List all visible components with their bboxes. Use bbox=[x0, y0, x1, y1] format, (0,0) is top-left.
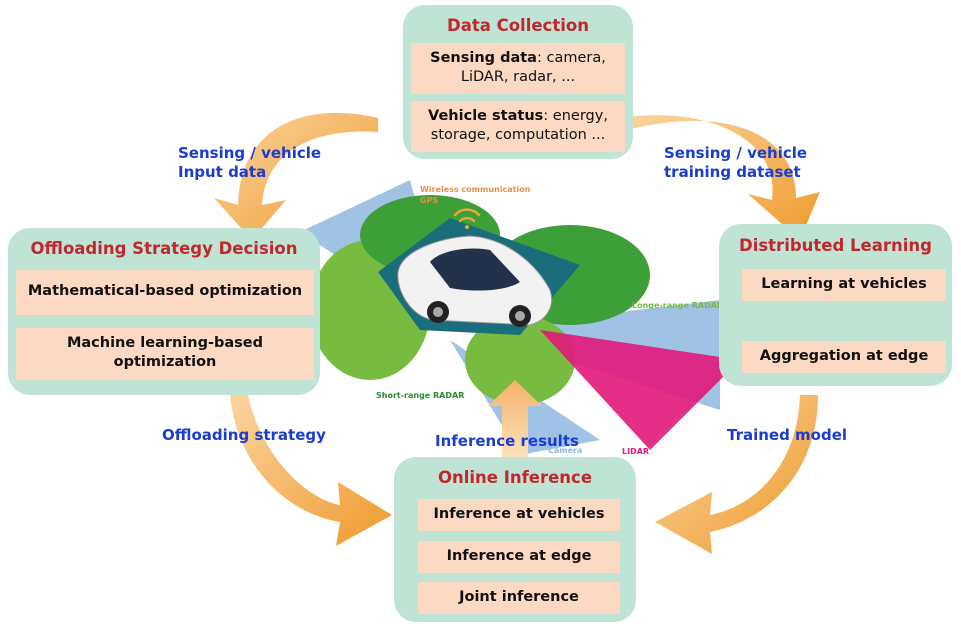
data-collection-panel: Data Collection Sensing data: camera, Li… bbox=[403, 5, 633, 159]
flow-label-input-data-line-2: Input data bbox=[178, 163, 267, 181]
flow-label-offloading-strategy: Offloading strategy bbox=[162, 426, 326, 444]
distributed-learning-panel: Distributed Learning Learning at vehicle… bbox=[719, 224, 952, 386]
wireless-communication-label: Wireless communication bbox=[420, 185, 531, 194]
sensing-data-text-1: : camera, bbox=[536, 50, 606, 66]
arrow-offloading-to-inference bbox=[230, 395, 392, 546]
arrow-data-to-offloading bbox=[214, 112, 378, 240]
vehicle-status-text-2: storage, computation ... bbox=[430, 127, 606, 143]
offloading-strategy-title: Offloading Strategy Decision bbox=[30, 239, 298, 258]
short-range-radar-label: Short-range RADAR bbox=[376, 391, 465, 400]
ml-optimization-line-1: Machine learning-based bbox=[66, 335, 264, 351]
vehicle-status-text-1: : energy, bbox=[543, 108, 608, 124]
arrow-distributed-to-inference bbox=[655, 395, 818, 554]
vehicle-sensor-illustration bbox=[300, 180, 740, 455]
offloading-strategy-panel: Offloading Strategy Decision Mathematica… bbox=[8, 228, 320, 395]
online-inference-title: Online Inference bbox=[437, 468, 593, 487]
gps-label: GPS bbox=[420, 196, 439, 205]
lidar-label: LIDAR bbox=[622, 447, 650, 456]
arrow-data-to-distributed bbox=[620, 115, 820, 240]
flow-label-inference-results: Inference results bbox=[435, 432, 579, 450]
long-range-radar-label: Longe-range RADAR bbox=[632, 301, 724, 310]
flow-label-input-data-line-1: Sensing / vehicle bbox=[178, 144, 322, 162]
data-collection-title: Data Collection bbox=[447, 16, 589, 35]
car-icon bbox=[397, 235, 553, 327]
flow-label-trained-model: Trained model bbox=[727, 426, 848, 444]
joint-inference-item: Joint inference bbox=[418, 582, 620, 614]
ml-optimization-line-2: optimization bbox=[113, 354, 217, 370]
flow-label-input-data: Sensing / vehicle Input data bbox=[178, 144, 321, 182]
sensing-data-item: Sensing data: camera, LiDAR, radar, ... bbox=[411, 43, 625, 94]
flow-label-training-dataset: Sensing / vehicle training dataset bbox=[664, 144, 807, 182]
inference-at-edge-item: Inference at edge bbox=[418, 541, 620, 573]
lidar-sector bbox=[540, 330, 740, 450]
distributed-learning-title: Distributed Learning bbox=[739, 236, 932, 255]
flow-arrows bbox=[214, 112, 820, 554]
wifi-icon bbox=[453, 208, 481, 229]
camera-label: Camera bbox=[548, 446, 583, 455]
vehicle-status-label: Vehicle status bbox=[428, 108, 544, 124]
sensing-data-label: Sensing data bbox=[430, 50, 537, 66]
learning-at-vehicles-item: Learning at vehicles bbox=[742, 269, 946, 301]
arrow-inference-results-up bbox=[488, 380, 542, 460]
online-inference-panel: Online Inference Inference at vehicles I… bbox=[394, 457, 636, 622]
flow-label-training-dataset-line-1: Sensing / vehicle bbox=[664, 144, 808, 162]
vehicle-status-item: Vehicle status: energy, storage, computa… bbox=[411, 101, 625, 152]
sensing-data-text-2: LiDAR, radar, ... bbox=[460, 69, 576, 85]
inference-at-vehicles-item: Inference at vehicles bbox=[418, 499, 620, 531]
flow-label-training-dataset-line-2: training dataset bbox=[664, 163, 801, 181]
ml-optimization-item: Machine learning-based optimization bbox=[16, 328, 314, 380]
mathematical-optimization-item: Mathematical-based optimization bbox=[16, 270, 314, 315]
aggregation-at-edge-item: Aggregation at edge bbox=[742, 341, 946, 373]
